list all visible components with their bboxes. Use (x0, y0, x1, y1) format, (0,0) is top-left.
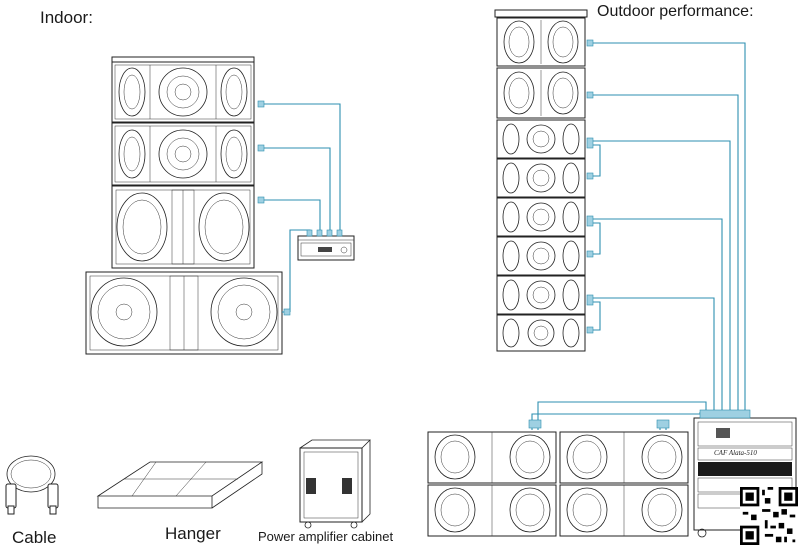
qr-code (740, 487, 798, 545)
amp-brand: CAF (714, 449, 728, 457)
outdoor-cables (586, 39, 746, 412)
amp-rack-brand: CAF Alata-510 (714, 449, 757, 457)
indoor-subwoofer (85, 271, 283, 355)
amp-model: Alata-510 (728, 449, 757, 457)
power-cabinet-illustration (299, 439, 371, 529)
cable-label: Cable (12, 528, 57, 547)
power-cabinet-label: Power amplifier cabinet (258, 529, 394, 544)
indoor-cables (257, 100, 343, 316)
cable-illustration (5, 455, 59, 515)
indoor-stack (85, 56, 355, 355)
indoor-amplifier (297, 235, 355, 261)
outdoor-line-array-boxes (496, 119, 586, 352)
hanger-label: Hanger (165, 524, 221, 543)
outdoor-top-cabinet-2 (496, 67, 586, 119)
indoor-dual-woofer-cabinet (111, 185, 255, 269)
indoor-label: Indoor: (40, 8, 93, 27)
indoor-line-array-2 (111, 122, 255, 186)
outdoor-label: Outdoor performance: (597, 3, 754, 20)
outdoor-line-array (494, 9, 746, 412)
outdoor-subwoofer-array (427, 401, 707, 537)
outdoor-top-cabinet-1 (496, 17, 586, 67)
indoor-line-array-1 (111, 61, 255, 123)
hanger-illustration (96, 461, 264, 509)
